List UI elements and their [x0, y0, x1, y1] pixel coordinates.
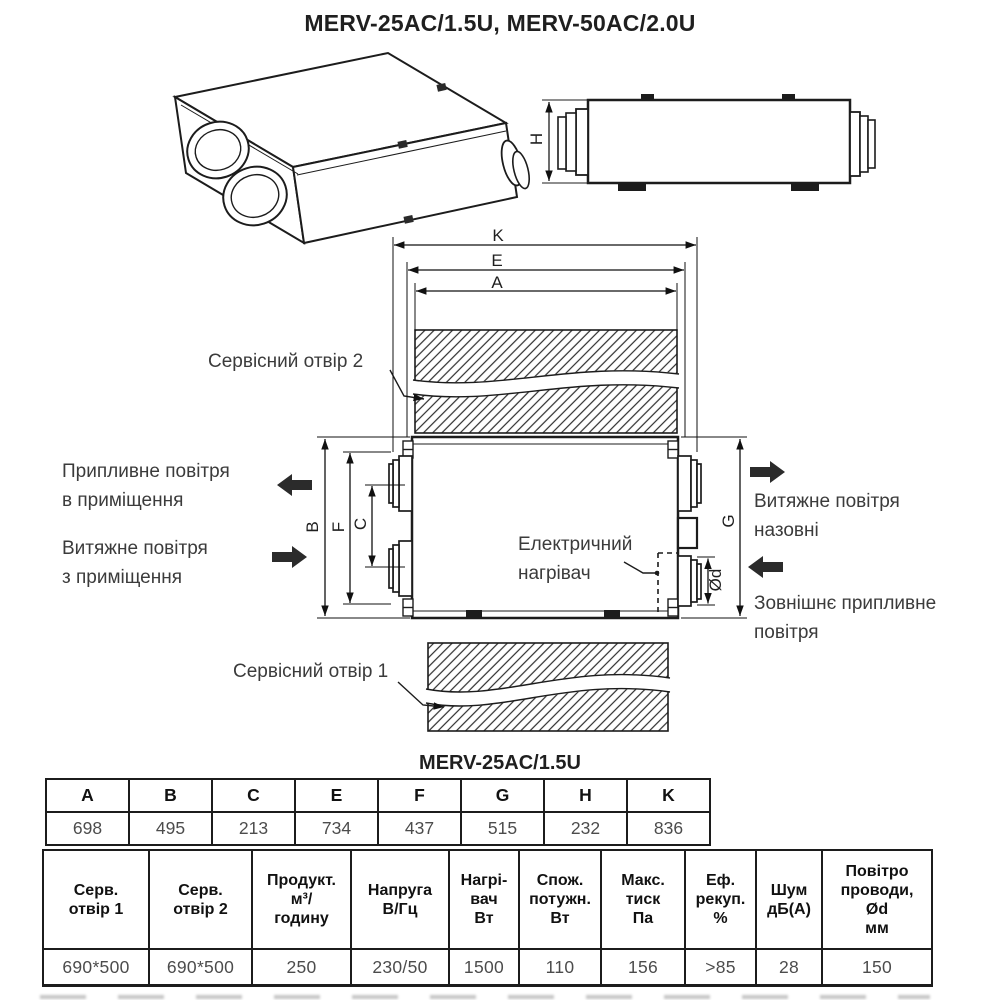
dim-label-od: Ød	[706, 568, 725, 592]
dim-label-h: H	[527, 132, 546, 146]
spec-value: 150	[821, 948, 933, 987]
left-duct-flanges	[388, 455, 413, 597]
supply-to-room-label: Припливне повітря в приміщення	[62, 461, 230, 511]
electric-heater-outline	[623, 552, 677, 615]
spec-value: 250	[251, 948, 352, 987]
dim-value: 515	[460, 811, 545, 846]
spec-col-header: Серв. отвір 1	[42, 849, 150, 950]
arrow-right-icon	[272, 546, 307, 568]
dim-label-a: A	[491, 273, 503, 292]
spec-col-header: Нагрі- вач Вт	[448, 849, 520, 950]
dim-value: 495	[128, 811, 213, 846]
spec-value: >85	[684, 948, 757, 987]
side-view	[542, 94, 876, 191]
extract-from-room-label: Витяжне повітря з приміщення	[62, 538, 208, 588]
arrow-right-icon	[750, 461, 785, 483]
spec-value: 110	[518, 948, 602, 987]
dim-col-header: B	[128, 778, 213, 813]
dimensions-value-row: 698 495 213 734 437 515 232 836	[45, 811, 711, 846]
service-opening-1-label: Сервісний отвір 1	[233, 661, 389, 682]
technical-drawing	[172, 51, 876, 732]
dim-label-g: G	[719, 514, 738, 528]
junction-box	[676, 516, 699, 550]
dim-value: 437	[377, 811, 462, 846]
spec-col-header: Еф. рекуп. %	[684, 849, 757, 950]
table-title: MERV-25AC/1.5U	[419, 752, 581, 774]
dim-value: 734	[294, 811, 379, 846]
dim-label-e: E	[491, 251, 503, 270]
dim-label-b: B	[303, 521, 322, 533]
spec-value: 690*500	[42, 948, 150, 987]
spec-col-header: Серв. отвір 2	[148, 849, 253, 950]
dim-value: 232	[543, 811, 628, 846]
exhaust-outside-label: Витяжне повітря назовні	[754, 491, 900, 541]
dim-label-k: K	[492, 226, 504, 245]
service-opening-1-hatch	[397, 642, 672, 732]
specs-header-row: Серв. отвір 1 Серв. отвір 2 Продукт. м³/…	[42, 849, 933, 950]
dim-value: 836	[626, 811, 711, 846]
service-opening-2-label: Сервісний отвір 2	[208, 351, 364, 372]
dim-label-f: F	[329, 521, 348, 533]
dim-col-header: H	[543, 778, 628, 813]
dim-value: 698	[45, 811, 130, 846]
dim-col-header: G	[460, 778, 545, 813]
unit-body-top-view	[388, 435, 702, 620]
dimensions-table: A B C E F G H K 698 495 213 734 437 515 …	[45, 778, 711, 846]
spec-col-header: Макс. тиск Па	[600, 849, 686, 950]
specs-table: Серв. отвір 1 Серв. отвір 2 Продукт. м³/…	[42, 849, 933, 987]
spec-col-header: Продукт. м³/ годину	[251, 849, 352, 950]
dim-col-header: C	[211, 778, 296, 813]
spec-value: 156	[600, 948, 686, 987]
specs-value-row: 690*500 690*500 250 230/50 1500 110 156 …	[42, 948, 933, 987]
spec-value: 1500	[448, 948, 520, 987]
spec-value: 230/50	[350, 948, 450, 987]
spec-col-header: Повітро проводи, Ød мм	[821, 849, 933, 950]
airflow-arrows	[272, 461, 785, 578]
spec-col-header: Напруга В/Гц	[350, 849, 450, 950]
service-opening-2-hatch	[389, 329, 680, 434]
spec-value: 28	[755, 948, 823, 987]
spec-value: 690*500	[148, 948, 253, 987]
isometric-view	[172, 51, 531, 245]
right-duct-flanges	[677, 455, 702, 607]
dim-label-c: C	[351, 517, 370, 531]
dim-col-header: K	[626, 778, 711, 813]
cutoff-next-table	[40, 995, 930, 999]
dimension-lines	[317, 237, 747, 619]
dim-col-header: F	[377, 778, 462, 813]
spec-col-header: Шум дБ(А)	[755, 849, 823, 950]
dimensions-header-row: A B C E F G H K	[45, 778, 711, 813]
spec-col-header: Спож. потужн. Вт	[518, 849, 602, 950]
page-title: MERV-25AC/1.5U, MERV-50AC/2.0U	[304, 10, 696, 36]
arrow-left-icon	[277, 474, 312, 496]
dim-value: 213	[211, 811, 296, 846]
dim-col-header: E	[294, 778, 379, 813]
dim-col-header: A	[45, 778, 130, 813]
arrow-left-icon	[748, 556, 783, 578]
outdoor-supply-label: Зовнішнє припливне повітря	[754, 593, 937, 643]
electric-heater-label: Електричний нагрівач	[518, 534, 633, 584]
